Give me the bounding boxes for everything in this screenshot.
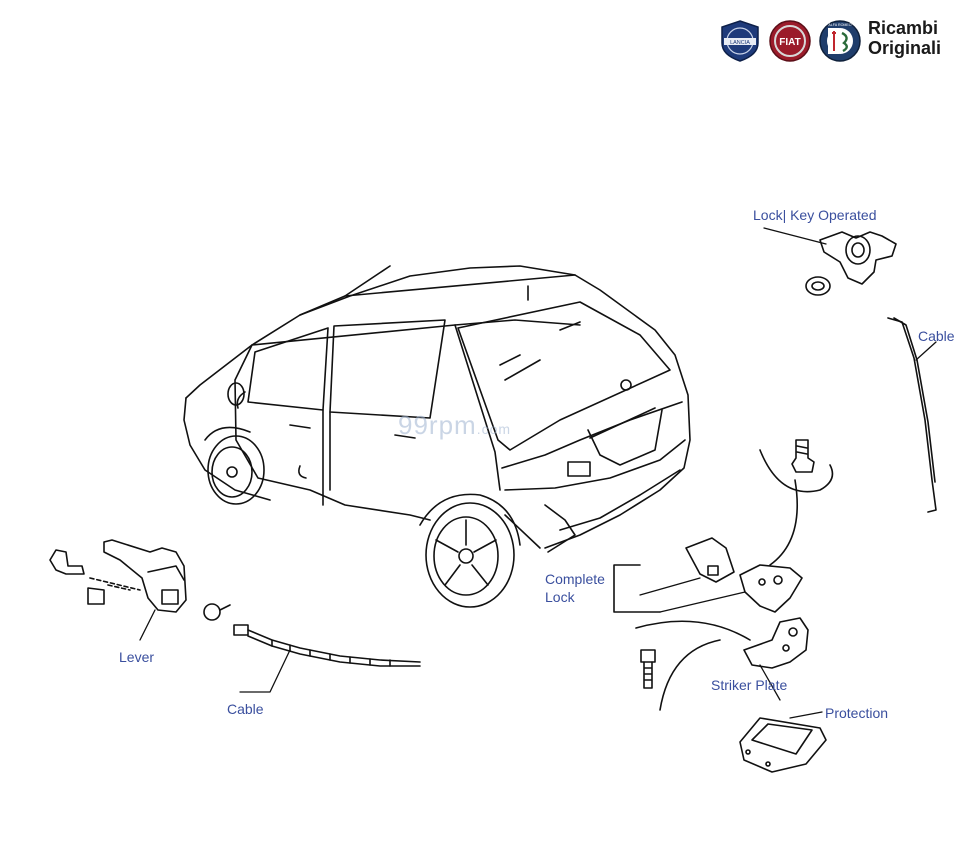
bolt-right-part	[759, 439, 834, 566]
label-cable-left: Cable	[227, 701, 264, 717]
lancia-logo-text: LANCIA	[730, 40, 750, 46]
fiat-logo: FIAT	[769, 20, 811, 62]
lancia-logo: LANCIA	[721, 20, 759, 62]
label-lever: Lever	[119, 649, 155, 665]
striker-plate-part	[635, 617, 809, 711]
lock-key-operated-part	[763, 227, 897, 296]
watermark-suffix: .com	[476, 421, 512, 437]
brand-wordmark: Ricambi Originali	[868, 18, 941, 58]
fiat-logo-text: FIAT	[779, 37, 800, 48]
car-illustration	[183, 265, 691, 608]
brand-line-2: Originali	[868, 38, 942, 58]
label-lock-key-operated: Lock| Key Operated	[753, 207, 877, 223]
lever-part	[49, 539, 231, 641]
watermark-main: 99rpm	[398, 410, 477, 440]
cable-right-part	[887, 317, 937, 513]
brand-line-1: Ricambi	[868, 18, 939, 38]
label-complete-lock-1: Complete	[545, 571, 605, 587]
label-striker-plate: Striker Plate	[711, 677, 788, 693]
alfa-romeo-logo: ALFA ROMEO	[819, 20, 861, 62]
alfa-romeo-logo-text: ALFA ROMEO	[828, 23, 851, 27]
label-cable-right: Cable	[918, 328, 955, 344]
label-protection: Protection	[825, 705, 889, 721]
protection-part	[739, 711, 827, 773]
watermark: 99rpm.com	[398, 410, 511, 441]
cable-left-part	[233, 624, 421, 693]
complete-lock-part	[613, 537, 803, 613]
label-complete-lock-2: Lock	[545, 589, 575, 605]
